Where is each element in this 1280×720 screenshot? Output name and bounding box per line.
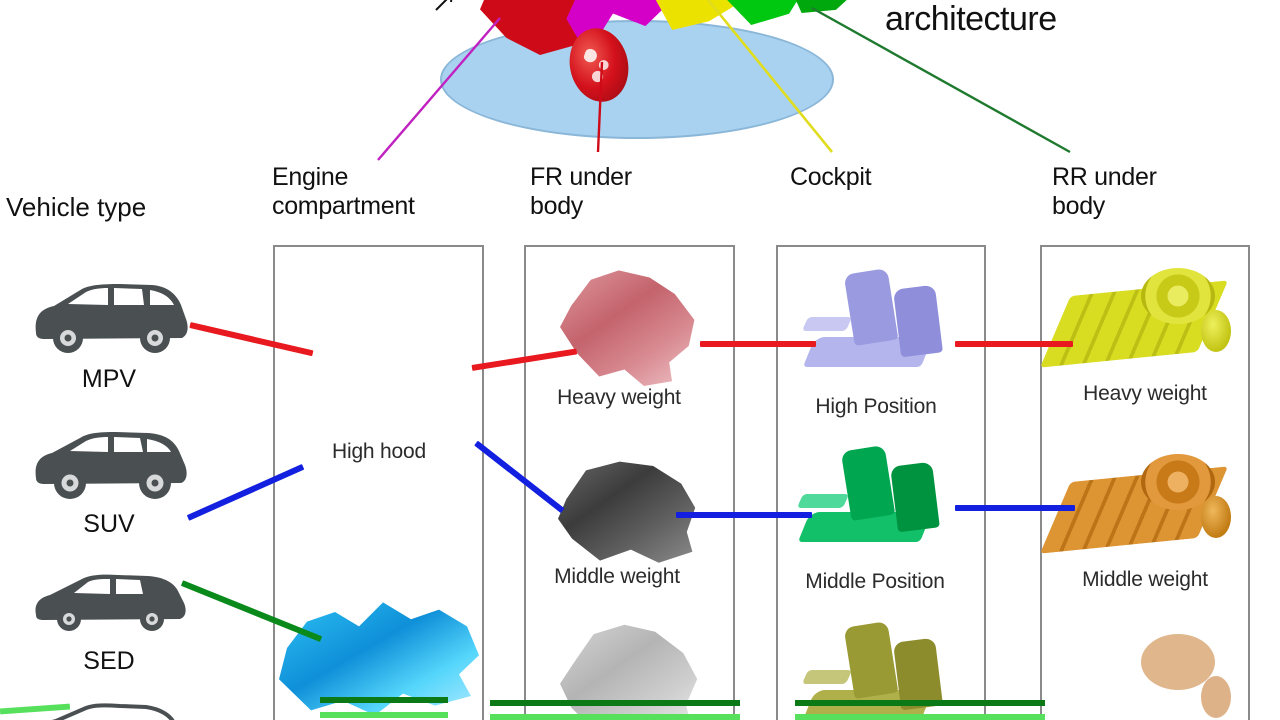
compact-car-icon [52, 703, 175, 720]
column-header-line-1: FR under [530, 163, 632, 191]
cell-caption: Middle Position [805, 570, 945, 593]
module-blob-green-1 [722, 0, 808, 25]
thumb-fr-dark [558, 461, 696, 563]
thumb-seat-green [796, 440, 950, 570]
thumb-rr-tan [1055, 628, 1235, 720]
cell-caption: High Position [815, 395, 937, 418]
cell-caption: Heavy weight [1083, 382, 1207, 405]
vehicle-row-mpv[interactable]: MPV [24, 275, 194, 394]
sedan-icon [35, 574, 186, 631]
exploded-model-hero: architecture [0, 0, 1280, 160]
thumb-seat-violet [801, 265, 955, 395]
cell-engine-high-hood[interactable]: High hood [278, 300, 480, 464]
column-header-line-1: Cockpit [790, 163, 872, 191]
cell-caption: Middle weight [554, 565, 680, 588]
column-box-cockpit [776, 245, 986, 720]
module-blob-green-2 [786, 0, 864, 13]
cell-fr-heavy-weight[interactable]: Heavy weight [557, 268, 700, 410]
cell-caption: High hood [332, 440, 426, 463]
cell-rr-middle-weight[interactable]: Middle weight [1039, 448, 1238, 592]
cell-rr-light-weight[interactable] [1052, 628, 1238, 720]
ground-line-engine-dark [320, 697, 448, 703]
link-fr-to-cockpit-mpv [700, 341, 816, 347]
vehicle-row-sed[interactable]: SED [24, 565, 194, 676]
column-header-line-2: body [1052, 191, 1106, 220]
cell-rr-heavy-weight[interactable]: Heavy weight [1039, 262, 1238, 406]
thumb-engine-brown [279, 306, 479, 435]
vehicle-row-compact[interactable] [24, 702, 194, 720]
cell-caption: Heavy weight [557, 386, 681, 409]
column-header-line-1: RR under [1052, 163, 1157, 191]
column-header-line-2: body [530, 191, 584, 220]
ground-line-cockpit-light [795, 714, 1045, 720]
link-cockpit-to-rr-suv [955, 505, 1075, 511]
suv-icon [35, 432, 187, 499]
cell-cockpit-middle-position[interactable]: Middle Position [795, 440, 955, 594]
pointer-arrow-icon [435, 0, 453, 11]
mpv-van-icon [35, 284, 188, 353]
cell-cockpit-high-position[interactable]: High Position [801, 265, 955, 419]
vehicle-name: SED [83, 647, 135, 675]
hero-title: architecture [885, 0, 1057, 38]
thumb-rr-yellow [1039, 262, 1235, 382]
column-box-rr-under-body [1040, 245, 1250, 720]
column-header-line-2: compartment [272, 191, 415, 220]
vehicle-name: SUV [83, 510, 135, 538]
link-fr-to-cockpit-suv [676, 512, 812, 518]
ground-line-fr-light [490, 714, 740, 720]
link-cockpit-to-rr-mpv [955, 341, 1073, 347]
vehicle-type-axis-label: Vehicle type [6, 192, 147, 222]
platform-disc [440, 20, 834, 139]
cell-fr-middle-weight[interactable]: Middle weight [554, 455, 698, 589]
vehicle-row-suv[interactable]: SUV [24, 420, 194, 539]
thumb-engine-cyan [279, 602, 479, 716]
column-header-engine-compartment: Engine compartment [272, 163, 508, 221]
ground-line-fr-dark [490, 700, 740, 706]
ground-line-engine-light [320, 712, 448, 718]
vehicle-name: MPV [81, 365, 137, 393]
cell-caption: Middle weight [1082, 568, 1208, 591]
column-header-fr-under-body: FR under body [530, 163, 700, 221]
ground-line-cockpit-dark [795, 700, 1045, 706]
thumb-fr-pink [560, 270, 695, 386]
column-header-rr-under-body: RR under body [1052, 163, 1232, 221]
cell-engine-cyan[interactable] [278, 600, 480, 720]
column-header-cockpit: Cockpit [790, 163, 970, 192]
column-header-line-1: Engine [272, 163, 349, 191]
thumb-rr-orange [1039, 448, 1235, 568]
